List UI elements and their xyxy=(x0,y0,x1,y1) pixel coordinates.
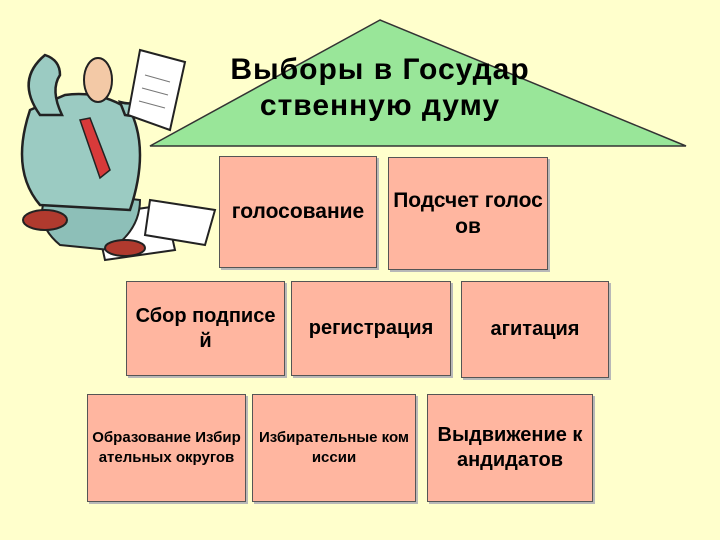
box-vote-count: Подсчет голосов xyxy=(388,157,548,270)
box-registration-label: регистрация xyxy=(308,317,434,339)
box-agitation-label: агитация xyxy=(490,318,580,340)
box-district-formation: Образование Избирательных округов xyxy=(87,394,246,502)
box-candidate-nomination: Выдвижение кандидатов xyxy=(427,394,593,502)
box-voting: голосование xyxy=(219,156,377,268)
box-election-commissions-label: Избирательные комиссии xyxy=(258,429,410,466)
box-voting-label: голосование xyxy=(231,200,365,223)
box-district-formation-label: Образование Избирательных округов xyxy=(92,429,241,466)
roof-triangle xyxy=(149,19,687,147)
box-agitation: агитация xyxy=(461,281,609,378)
box-vote-count-label: Подсчет голосов xyxy=(393,188,543,238)
box-candidate-nomination-label: Выдвижение кандидатов xyxy=(437,424,583,471)
box-signature-collection-label: Сбор подписей xyxy=(135,304,276,352)
reading-man-illustration xyxy=(20,48,217,262)
box-election-commissions: Избирательные комиссии xyxy=(252,394,416,502)
box-registration: регистрация xyxy=(291,281,451,376)
diagram-title: Выборы в Государственную думу xyxy=(230,53,530,122)
box-signature-collection: Сбор подписей xyxy=(126,281,285,376)
